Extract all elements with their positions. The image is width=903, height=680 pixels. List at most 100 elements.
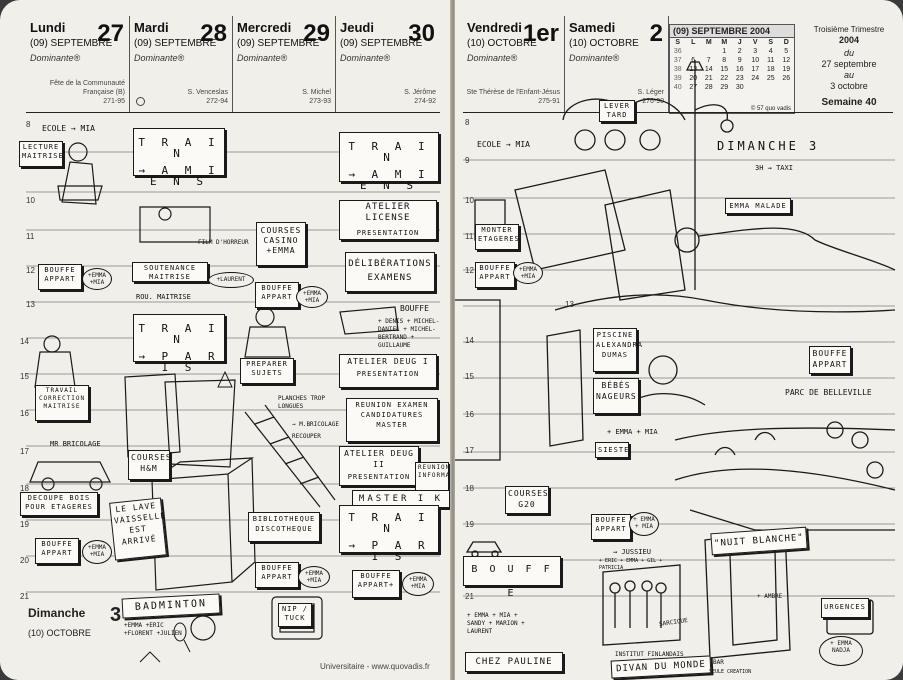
calendar-day: 7 — [706, 57, 711, 64]
calendar-day: 4 — [768, 48, 773, 55]
mini-calendar-footer: © 57 quo vadis — [750, 106, 791, 112]
note-institut-finlandais: INSTITUT FINLANDAIS — [615, 651, 684, 658]
hour-label: 17 — [465, 446, 474, 455]
note-courses-g20: COURSES G20 — [505, 486, 549, 514]
hour-label: 15 — [20, 372, 29, 381]
note-emma-malade: EMMA MALADE — [725, 198, 791, 214]
hour-label: 15 — [465, 372, 474, 381]
calendar-day: 9 — [737, 57, 742, 64]
note-piscine: PISCINE ALEXANDRA DUMAS — [593, 328, 642, 372]
note-bouffe-guests: + DENIS + MICHEL-DANIEL + MICHEL-BERTRAN… — [378, 318, 440, 349]
header-rule — [463, 112, 893, 113]
calendar-day: 23 — [735, 75, 744, 82]
hour-label: 18 — [465, 484, 474, 493]
header-rule — [26, 112, 440, 113]
calendar-day: 25 — [766, 75, 775, 82]
week-number: Semaine 40 — [821, 97, 877, 108]
hour-label: 17 — [20, 447, 29, 456]
day-name: Mardi — [134, 20, 169, 35]
calendar-day: 21 — [704, 75, 713, 82]
note-soutenance: SOUTENANCE MAITRISE — [132, 262, 208, 282]
note-jussieu: → JUSSIEU — [613, 548, 651, 556]
hour-label: 19 — [20, 520, 29, 529]
day-month: (09) SEPTEMBRE — [340, 38, 423, 49]
day-name: Vendredi — [467, 20, 522, 35]
du-label: du — [843, 48, 854, 58]
note-train-paris-2: T R A I N→ P A R I S — [339, 505, 439, 562]
day-number: 2 — [649, 20, 663, 47]
calendar-day: 14 — [704, 66, 713, 73]
calendar-day: 2 — [737, 48, 742, 55]
note-bouffe-2: BOUFFE APPART — [255, 282, 299, 308]
day-month: (09) SEPTEMBRE — [237, 38, 320, 49]
day-number: 29 — [303, 20, 330, 47]
note-bebes-nageurs: BÉBÉS NAGEURS — [593, 378, 639, 414]
day-month: (09) SEPTEMBRE — [30, 38, 113, 49]
hour-label: 20 — [20, 556, 29, 565]
note-ecole-friday: ECOLE → MIA — [477, 140, 530, 149]
note-bouffe-saturday: BOUFFE APPART — [591, 514, 631, 540]
note-planches: PLANCHES TROP LONGUES — [278, 395, 325, 410]
note-emma-friday: +EMMA +MIA — [513, 262, 543, 284]
calendar-day: 24 — [751, 75, 760, 82]
calendar-weekday-header: J — [737, 39, 742, 46]
saint-label: Fête de la Communauté Française (B)271-9… — [49, 80, 125, 105]
note-train-amiens-1: T R A I N→ A M I E N S — [133, 128, 225, 187]
calendar-weekday-header: S — [768, 39, 774, 46]
day-header-monday: Lundi 27 (09) SEPTEMBRE Dominante® Fête … — [26, 16, 130, 112]
calendar-day — [701, 47, 717, 56]
day-name: Lundi — [30, 20, 66, 35]
year-label: 2004 — [838, 35, 860, 45]
note-bouffe-1: BOUFFE APPART — [38, 264, 82, 290]
day-name: Mercredi — [237, 20, 292, 35]
note-dimanche-3: DIMANCHE 3 — [717, 139, 820, 153]
week-info: Troisième Trimestre 2004 du 27 septembre… — [801, 24, 897, 108]
hour-label: 10 — [465, 196, 474, 205]
calendar-day — [686, 47, 702, 56]
hour-label: 13 — [565, 300, 574, 309]
hour-label: 16 — [20, 409, 29, 418]
note-emma-nadja: + EMMA NADJA — [819, 636, 863, 666]
hour-label: 8 — [465, 118, 470, 127]
day-month: (10) OCTOBRE — [467, 38, 537, 49]
note-ecole: ECOLE → MIA — [42, 124, 95, 133]
day-header-thursday: Jeudi 30 (09) SEPTEMBRE Dominante® S. Jé… — [336, 16, 440, 112]
calendar-day: 30 — [735, 84, 744, 91]
note-preparer-sujets: PREPARER SUJETS — [240, 358, 294, 384]
note-recouper: RECOUPER — [292, 433, 321, 440]
note-dinner-guests: + EMMA + MIA + SANDY + MARION + LAURENT — [467, 612, 525, 635]
note-bricolage-2: → M.BRICOLAGE — [292, 421, 339, 428]
note-parc-belleville: PARC DE BELLEVILLE — [785, 388, 872, 397]
sunday-month: (10) OCTOBRE — [28, 628, 91, 638]
hour-label: 18 — [20, 484, 29, 493]
day-number: 1er — [522, 20, 559, 47]
hour-label: 9 — [465, 156, 470, 165]
note-emma-6: +EMMA +MIA — [402, 572, 434, 596]
day-month: (09) SEPTEMBRE — [134, 38, 217, 49]
note-lave-vaisselle: LE LAVE VAISSELLE EST ARRIVÉ — [109, 497, 167, 561]
note-courses-casino: COURSES CASINO +EMMA — [256, 222, 306, 266]
note-emma-2: +EMMA +MIA — [296, 286, 328, 308]
hour-label: 14 — [465, 336, 474, 345]
note-chez-pauline: CHEZ PAULINE — [465, 652, 563, 672]
note-lever-tard: LEVER TARD — [599, 100, 635, 122]
calendar-day: 8 — [722, 57, 727, 64]
page-footer: Universitaire - www.quovadis.fr — [320, 662, 430, 671]
from-date: 27 septembre — [821, 59, 877, 69]
note-emma-saturday: + EMMA + MIA — [607, 428, 658, 436]
calendar-week-number: 40 — [673, 84, 682, 91]
note-nip-tuck: NIP / TUCK — [278, 603, 312, 627]
note-taxi: 3H → TAXI — [755, 164, 793, 172]
calendar-day: 18 — [766, 66, 775, 73]
note-jussieu-guests: + ERIC + EMMA + GIL + PATRICIA — [599, 558, 663, 571]
calendar-day: 11 — [767, 57, 775, 64]
note-bouffe-6: BOUFFE APPART+ — [352, 570, 400, 598]
